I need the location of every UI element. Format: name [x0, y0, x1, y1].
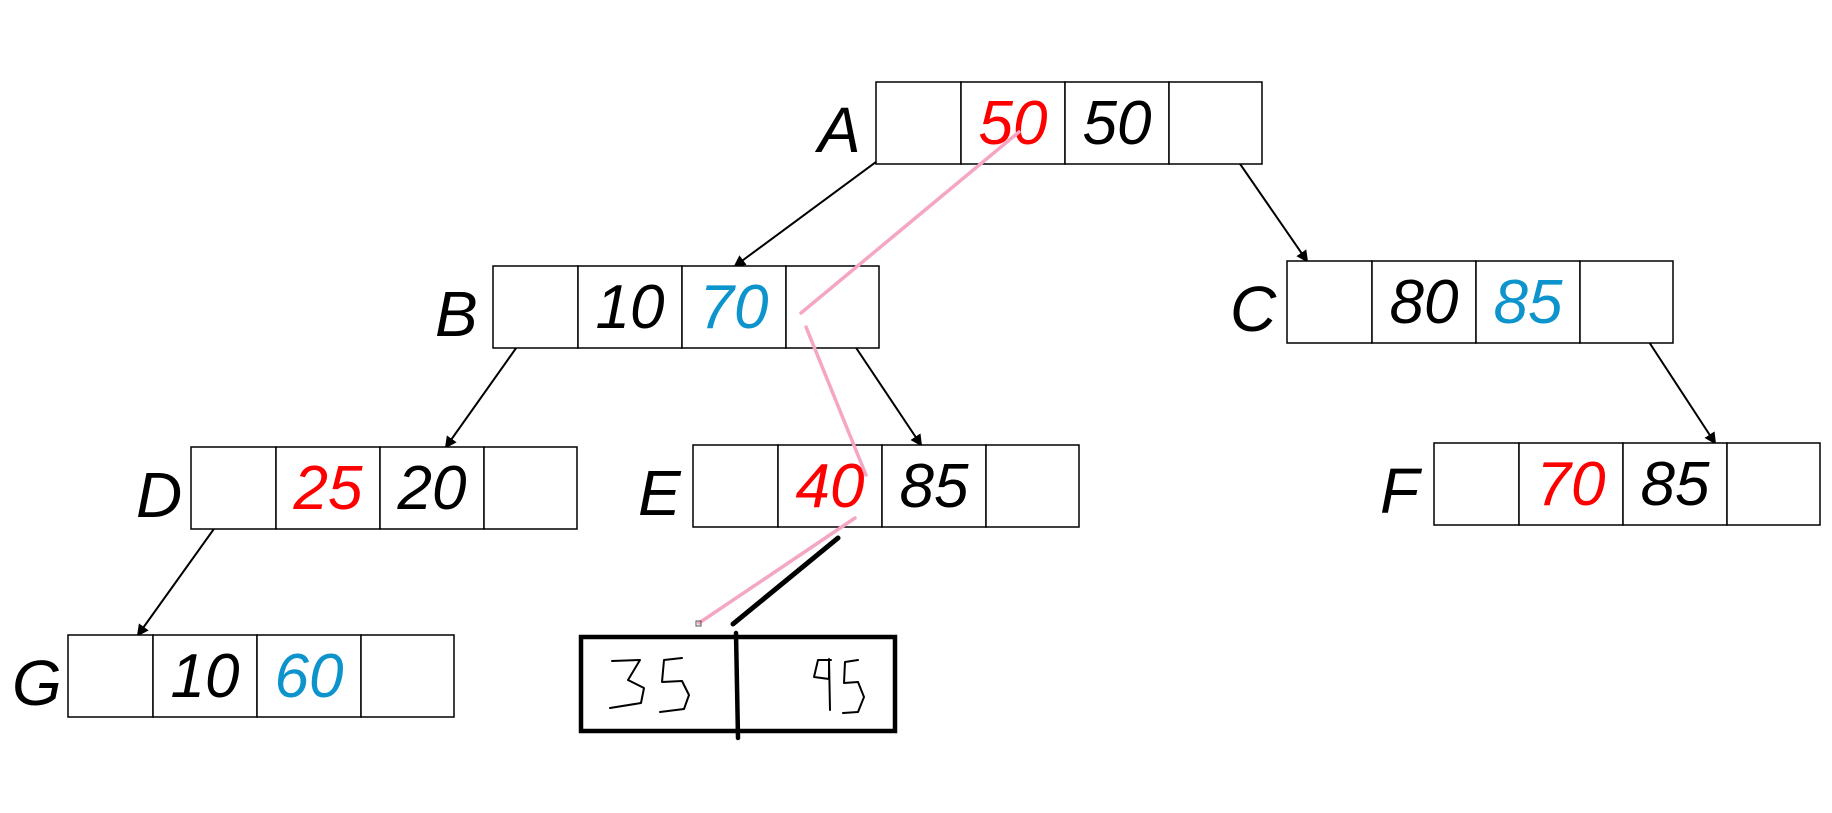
key-value: 80: [1390, 268, 1459, 337]
key-value: 10: [596, 273, 665, 342]
node-c: C 80 85: [1230, 260, 1674, 345]
node-label-a: A: [814, 94, 861, 166]
node-d: D 25 20: [136, 446, 578, 531]
key-cell-2: [881, 444, 987, 528]
node-g: G 10 60: [12, 634, 455, 719]
node-label-f: F: [1380, 455, 1423, 527]
key-cell-1: [1371, 260, 1477, 344]
key-value: 50: [979, 89, 1048, 158]
edges-layer: [136, 123, 1717, 637]
node-e: E 40 85: [638, 444, 1080, 529]
key-cell-2: [379, 446, 485, 530]
handwritten-digit-5: [659, 657, 690, 713]
key-cell-1: [1518, 442, 1624, 526]
key-cell-1: [777, 444, 883, 528]
left-pointer-cell: [1433, 442, 1520, 526]
right-pointer-cell: [1168, 81, 1263, 165]
highlight-segment-e-new: [697, 516, 857, 625]
key-value: 85: [1494, 268, 1563, 337]
node-label-e: E: [638, 457, 682, 529]
left-pointer-cell: [692, 444, 779, 528]
left-pointer-cell: [492, 265, 579, 349]
key-cell-1: [275, 446, 381, 530]
node-label-c: C: [1230, 273, 1277, 345]
key-cell-2: [1622, 442, 1728, 526]
handwritten-digit-3: [609, 659, 645, 709]
key-value: 10: [171, 642, 240, 711]
handwritten-digit-9: [813, 658, 832, 711]
handwritten-new-node: [578, 535, 898, 741]
key-cell-1: [960, 81, 1066, 165]
left-pointer-cell: [190, 446, 277, 530]
key-value: 70: [700, 273, 769, 342]
key-value: 40: [796, 452, 865, 521]
highlight-end-marker: [695, 620, 702, 627]
left-pointer-cell: [67, 634, 154, 718]
node-b: B 10 70: [435, 265, 880, 350]
node-a: A 50 50: [814, 81, 1263, 166]
key-value: 85: [1641, 450, 1710, 519]
right-pointer-cell: [785, 265, 880, 349]
handwritten-digit-5b: [842, 659, 865, 714]
handwritten-divider: [733, 630, 741, 741]
node-label-g: G: [12, 647, 62, 719]
key-value: 20: [397, 454, 467, 523]
right-pointer-cell: [985, 444, 1080, 528]
key-value: 25: [293, 454, 363, 523]
key-value: 60: [275, 642, 344, 711]
left-pointer-cell: [1286, 260, 1373, 344]
left-pointer-cell: [875, 81, 962, 165]
node-label-d: D: [136, 459, 182, 531]
right-pointer-cell: [360, 634, 455, 718]
handwritten-pointer-stroke: [730, 535, 841, 627]
key-cell-1: [152, 634, 258, 718]
node-label-b: B: [435, 278, 478, 350]
highlight-segment-a-b: [799, 130, 1021, 315]
key-value: 85: [900, 452, 969, 521]
highlight-segment-b-e: [804, 325, 868, 477]
key-value: 70: [1537, 450, 1606, 519]
node-f: F 70 85: [1380, 442, 1821, 527]
right-pointer-cell: [1579, 260, 1674, 344]
key-cell-2: [1475, 260, 1581, 344]
key-cell-2: [681, 265, 787, 349]
right-pointer-cell: [483, 446, 578, 530]
key-value: 50: [1083, 89, 1152, 158]
right-pointer-cell: [1726, 442, 1821, 526]
highlight-path: [695, 130, 1021, 627]
